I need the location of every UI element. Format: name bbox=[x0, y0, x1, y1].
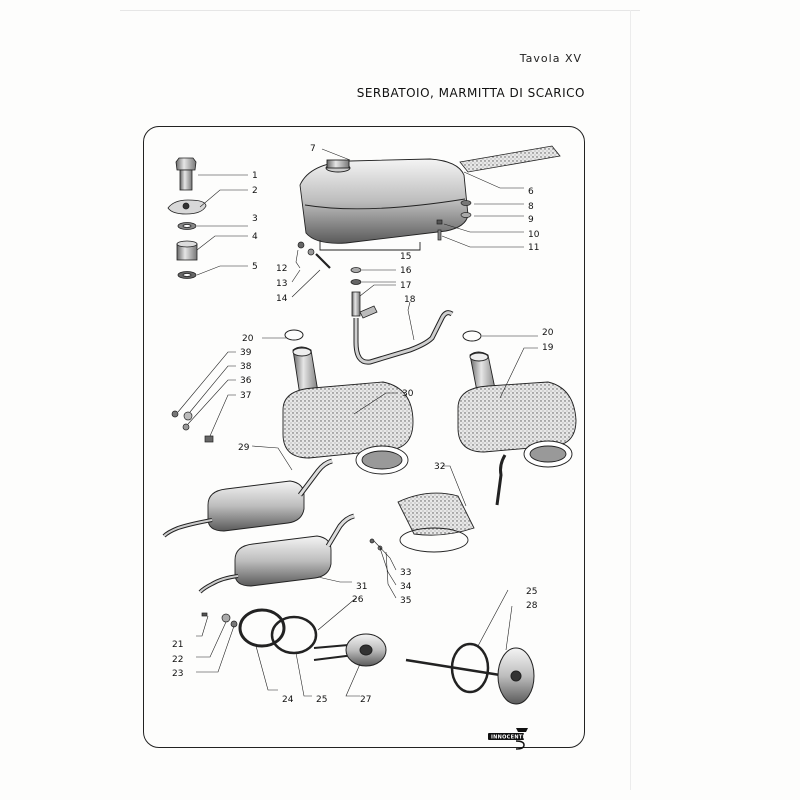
callout-10: 10 bbox=[528, 230, 540, 240]
callout-6: 6 bbox=[528, 187, 534, 197]
callout-34: 34 bbox=[400, 582, 412, 592]
callout-23: 23 bbox=[172, 669, 183, 679]
callout-31: 31 bbox=[356, 582, 367, 592]
page-top-edge bbox=[120, 10, 640, 11]
callout-7: 7 bbox=[310, 144, 316, 154]
callout-11: 11 bbox=[528, 243, 539, 253]
callout-26: 26 bbox=[352, 595, 364, 605]
callout-28: 28 bbox=[526, 601, 538, 611]
fuel-tap-hose bbox=[350, 267, 454, 365]
callout-20-right: 20 bbox=[542, 328, 554, 338]
cover-fasteners bbox=[201, 612, 238, 628]
callout-3: 3 bbox=[252, 214, 258, 224]
callout-25-right: 25 bbox=[526, 587, 537, 597]
exhaust-ring bbox=[284, 329, 482, 342]
callout-25-left: 25 bbox=[316, 695, 327, 705]
callout-4: 4 bbox=[252, 232, 258, 242]
callout-1: 1 bbox=[252, 171, 258, 181]
leader-lines bbox=[177, 148, 538, 697]
plate-title: SERBATOIO, MARMITTA DI SCARICO bbox=[356, 86, 585, 100]
fuel-cap-assembly bbox=[167, 157, 207, 279]
callout-2: 2 bbox=[252, 186, 258, 196]
logo-text: INNOCENTI bbox=[491, 735, 525, 741]
callout-12: 12 bbox=[276, 264, 287, 274]
callout-17: 17 bbox=[400, 281, 411, 291]
callout-18: 18 bbox=[404, 295, 416, 305]
callout-27: 27 bbox=[360, 695, 371, 705]
callout-24: 24 bbox=[282, 695, 294, 705]
callout-36: 36 bbox=[240, 376, 252, 386]
callout-numbers: 1 2 3 4 5 6 7 8 9 10 11 12 13 14 15 16 1… bbox=[172, 144, 554, 705]
page-right-edge bbox=[630, 10, 631, 790]
callout-9: 9 bbox=[528, 215, 534, 225]
callout-33: 33 bbox=[400, 568, 411, 578]
callout-5: 5 bbox=[252, 262, 258, 272]
callout-19: 19 bbox=[542, 343, 554, 353]
callout-32: 32 bbox=[434, 462, 445, 472]
plate-number: Tavola XV bbox=[519, 52, 582, 65]
exhaust-pipe-upper bbox=[162, 458, 333, 538]
silencer-left bbox=[282, 346, 414, 475]
callout-16: 16 bbox=[400, 266, 412, 276]
tank-hardware bbox=[436, 200, 472, 241]
callout-13: 13 bbox=[276, 279, 287, 289]
innocenti-logo: INNOCENTI bbox=[488, 728, 528, 750]
tank-gasket-strip bbox=[459, 145, 561, 173]
diagram-frame bbox=[143, 126, 585, 748]
exhaust-cover-right bbox=[405, 642, 535, 705]
callout-35: 35 bbox=[400, 596, 411, 606]
exhaust-cover-set bbox=[238, 608, 387, 667]
exhaust-pipe-lower bbox=[198, 513, 355, 594]
callout-20-left: 20 bbox=[242, 334, 254, 344]
callout-37: 37 bbox=[240, 391, 251, 401]
callout-22: 22 bbox=[172, 655, 183, 665]
callout-38: 38 bbox=[240, 362, 252, 372]
callout-39: 39 bbox=[240, 348, 252, 358]
callout-14: 14 bbox=[276, 294, 288, 304]
silencer-right bbox=[457, 351, 577, 506]
silencer-fasteners bbox=[171, 410, 214, 443]
callout-15: 15 bbox=[400, 252, 411, 262]
callout-30: 30 bbox=[402, 389, 414, 399]
callout-8: 8 bbox=[528, 202, 534, 212]
tank-bolt bbox=[297, 241, 331, 269]
heat-shield-mesh bbox=[397, 492, 475, 553]
callout-29: 29 bbox=[238, 443, 250, 453]
callout-21: 21 bbox=[172, 640, 183, 650]
